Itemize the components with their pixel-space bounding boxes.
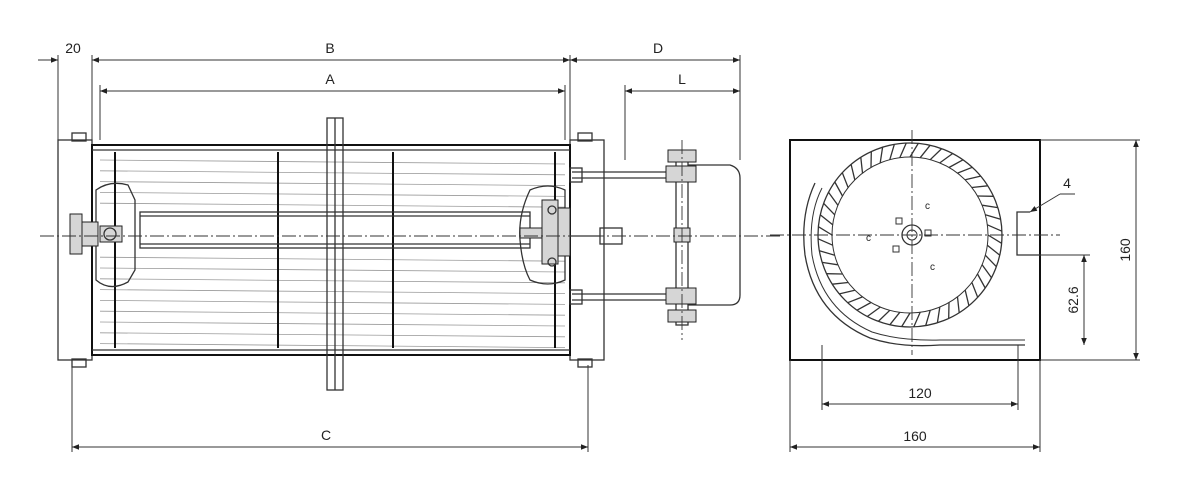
wheel-blade [987, 234, 1002, 244]
left-hub [95, 182, 136, 288]
dim-label-d: D [653, 40, 663, 56]
impeller-wheel-blades [817, 142, 1003, 328]
wheel-blade [889, 144, 895, 160]
impeller-blades [99, 159, 566, 348]
wheel-blade [939, 152, 954, 164]
wheel-blade [982, 204, 998, 209]
wheel-blade [834, 181, 844, 197]
dim-label-160-width: 160 [903, 428, 927, 444]
wheel-blade [879, 147, 884, 163]
volute-scroll [803, 182, 1025, 347]
blade-line [99, 332, 566, 338]
right-end-plate [569, 139, 605, 361]
wheel-blade [971, 185, 988, 189]
wheel-blade [986, 244, 1001, 256]
wheel-blade [860, 157, 864, 174]
front-dimensions [38, 57, 740, 450]
blade-line [99, 202, 566, 208]
left-plate-tab-bottom [71, 358, 87, 368]
extension-lines [57, 55, 741, 452]
dim-label-a: A [325, 71, 335, 87]
motor-body [688, 164, 741, 306]
wheel-blade [957, 166, 973, 174]
outlet-bracket [1016, 211, 1040, 256]
wheel-blade [889, 311, 901, 326]
wheel-blade [817, 238, 833, 246]
wheel-blade [818, 226, 833, 236]
wheel-blade [827, 191, 839, 206]
dim-label-c: C [321, 427, 331, 443]
wheel-blade [964, 290, 970, 306]
wheel-blade [948, 159, 964, 169]
dim-label-b: B [325, 40, 334, 56]
blade-line [99, 159, 566, 165]
wheel-blade [936, 307, 941, 323]
blade-line [99, 278, 566, 284]
wheel-blade [987, 224, 1003, 232]
wheel-blade [913, 312, 921, 328]
wheel-blade [981, 264, 993, 279]
side-housing [789, 139, 1041, 361]
svg-text:c: c [925, 201, 930, 212]
wheel-blade [985, 214, 1001, 220]
wheel-blade [899, 142, 907, 158]
wheel-blade [866, 306, 881, 318]
blade-line [99, 300, 566, 305]
wheel-blade [877, 309, 891, 322]
wheel-blade [841, 172, 849, 188]
callout-leader [1029, 193, 1061, 213]
blade-line [99, 267, 566, 273]
wheel-blade [856, 301, 872, 311]
right-plate-tab-top [577, 132, 593, 142]
right-hub [519, 185, 566, 285]
blade-line [99, 192, 566, 197]
wheel-blade [976, 273, 986, 289]
blade-line [99, 343, 566, 348]
wheel-blade [819, 214, 834, 226]
left-bearing [69, 213, 123, 255]
wheel-blade [901, 312, 911, 327]
svg-text:c: c [930, 262, 935, 273]
wheel-blade [909, 143, 919, 158]
side-view: c c c 120 160 4 160 62.6 [770, 130, 1140, 452]
dim-label-160-height: 160 [1117, 238, 1133, 262]
blade-line [99, 170, 566, 176]
right-bearing [519, 199, 571, 267]
left-plate-tab-top [71, 132, 87, 142]
wheel-blade [850, 164, 856, 180]
wheel-blade [965, 175, 981, 181]
wheel-blade [847, 296, 863, 304]
blade-line [99, 321, 566, 327]
wheel-blade [919, 144, 931, 159]
wheel-blade [971, 282, 979, 298]
dim-label-20: 20 [65, 40, 81, 56]
motor-mount [569, 149, 697, 326]
wheel-blade [929, 148, 943, 161]
wheel-blade [956, 296, 960, 313]
svg-text:c: c [866, 233, 871, 244]
wheel-blade [823, 202, 836, 216]
dim-label-120: 120 [908, 385, 932, 401]
front-view: 20 B A D L C [38, 40, 780, 452]
blade-line [99, 289, 566, 294]
dim-label-62-6: 62.6 [1065, 286, 1081, 313]
blade-line [99, 256, 566, 262]
dim-label-4: 4 [1063, 175, 1071, 191]
wheel-blade [925, 310, 931, 326]
blade-line [99, 181, 566, 186]
wheel-blade [822, 261, 838, 266]
wheel-blade [832, 281, 849, 285]
right-plate-tab-bottom [577, 358, 593, 368]
dim-label-l: L [678, 71, 686, 87]
wheel-blade [984, 254, 997, 268]
wheel-blade [839, 289, 855, 295]
housing-outline [91, 144, 571, 356]
wheel-blade [819, 250, 835, 256]
blade-line [99, 310, 566, 316]
